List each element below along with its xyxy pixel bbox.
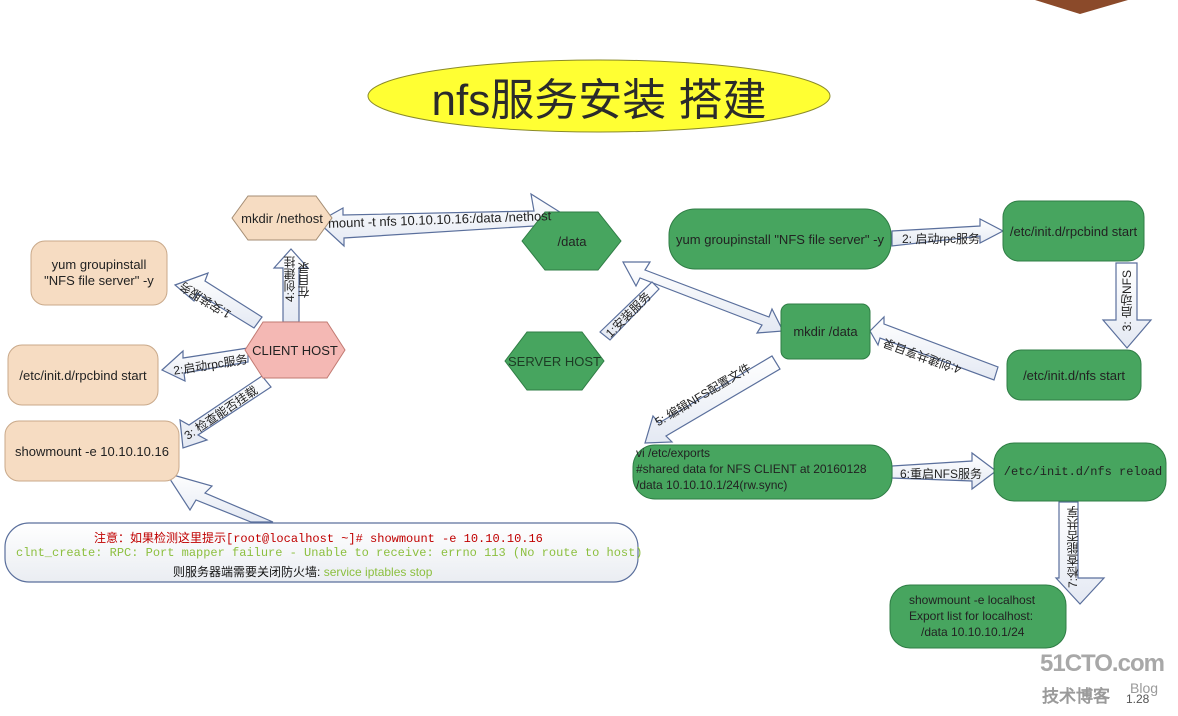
server-arrow-restart	[891, 451, 997, 491]
client-mkdir-node	[231, 195, 333, 241]
watermark-frag: 1.28	[1126, 692, 1150, 706]
server-edge-nfs: 3: 启动NFS	[1120, 270, 1134, 332]
server-exports-line2: #shared data for NFS CLIENT at 20160128	[636, 462, 867, 476]
client-edge-mkdir-b: 在目录	[297, 262, 311, 298]
client-arrow-check	[179, 375, 272, 449]
server-exports-line3: /data 10.10.10.1/24(rw.sync)	[636, 478, 788, 492]
client-host-label: CLIENT HOST	[252, 342, 338, 358]
client-host-node	[244, 321, 346, 379]
server-showmount-line1: showmount -e localhost	[909, 593, 1036, 607]
client-yum-node	[30, 240, 168, 306]
page-title: nfs服务安装 搭建	[431, 76, 767, 125]
note-line3-prefix: 则服务器端需要关闭防火墙:	[173, 565, 321, 579]
server-exports-node	[632, 444, 893, 500]
server-arrow-nfs	[1101, 262, 1153, 349]
server-mkdir-node	[780, 303, 871, 360]
note-line3-cmd: service iptables stop	[323, 565, 433, 579]
server-arrow-host	[599, 281, 660, 341]
server-arrow-check	[1054, 501, 1106, 605]
note-line2: clnt_create: RPC: Port mapper failure - …	[16, 546, 643, 560]
server-host-node	[504, 331, 605, 391]
watermark-blog: Blog	[1130, 680, 1159, 696]
server-reload-node	[993, 442, 1167, 502]
server-edge-check: 7:检查能否共享	[1066, 506, 1080, 589]
client-mkdir-label: mkdir /nethost	[241, 210, 323, 226]
server-showmount-line3: /data 10.10.10.1/24	[921, 625, 1025, 639]
server-edge-rpc: 2: 启动rpc服务	[902, 232, 981, 246]
server-host-label: SERVER HOST	[508, 353, 601, 369]
server-nfs-start-node	[1006, 349, 1142, 401]
server-arrow-mkdir	[869, 315, 999, 381]
server-nfs-start-label: /etc/init.d/nfs start	[1023, 367, 1125, 383]
note-arrow	[164, 471, 274, 523]
server-mkdir-label: mkdir /data	[793, 323, 858, 339]
server-yum-label: yum groupinstall "NFS file server" -y	[676, 231, 884, 247]
client-arrow-mkdir	[272, 248, 310, 323]
client-rpcbind-node	[7, 344, 159, 406]
server-arrow-rpc	[891, 218, 1005, 247]
note-line1-prefix: 注意：如果检测这里提示	[94, 531, 227, 545]
note-line3: 则服务器端需要关闭防火墙: service iptables stop	[173, 563, 432, 580]
client-yum-text: yum groupinstall "NFS file server" -y	[44, 257, 154, 288]
server-edge-restart: 6:重启NFS服务	[900, 467, 983, 481]
server-rpcbind-node	[1002, 200, 1145, 262]
note-line1: 注意：如果检测这里提示[root@localhost ~]# showmount…	[94, 529, 543, 546]
server-yum-node	[668, 208, 892, 270]
server-arrow-edit	[644, 355, 781, 444]
server-exports-line1: vi /etc/exports	[636, 446, 711, 460]
watermark-sub: 技术博客	[1042, 687, 1110, 706]
server-reload-label: /etc/init.d/nfs reload	[1003, 465, 1163, 479]
corner-decoration	[1035, 0, 1128, 14]
server-showmount-node	[889, 584, 1067, 649]
server-showmount-line2: Export list for localhost:	[909, 609, 1034, 623]
note-box	[4, 522, 639, 583]
client-arrow-install	[173, 271, 263, 329]
server-rpcbind-label: /etc/init.d/rpcbind start	[1009, 223, 1138, 239]
server-data-label: /data	[557, 233, 587, 249]
client-rpcbind-label: /etc/init.d/rpcbind start	[19, 367, 147, 383]
server-data-node	[521, 211, 622, 271]
client-showmount-node	[4, 420, 180, 482]
watermark-site: 51CTO.com	[1040, 650, 1165, 677]
title-ellipse	[367, 59, 831, 133]
note-line1-cmd: [root@localhost ~]# showmount -e 10.10.1…	[226, 532, 543, 546]
client-showmount-label: showmount -e 10.10.10.16	[15, 443, 169, 459]
client-yum-label: yum groupinstall "NFS file server" -y	[31, 256, 167, 290]
